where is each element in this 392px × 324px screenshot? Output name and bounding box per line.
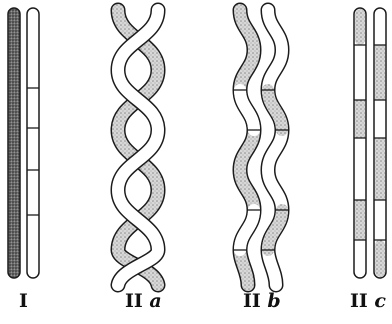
panel-i-caption: I — [19, 290, 28, 312]
panel-iib-caption-label: II — [243, 290, 261, 312]
panel-i — [8, 8, 39, 278]
panel-i-caption-label: I — [19, 290, 28, 312]
panel-iic-caption-label: II — [350, 290, 368, 312]
panel-iic-left-shaded-1 — [355, 9, 365, 45]
panel-i-strand-dark — [8, 8, 20, 278]
panel-iic-right-shaded-2 — [375, 138, 385, 200]
panel-i-strand-segmented — [27, 8, 39, 278]
panel-iia-caption-suffix: a — [149, 290, 161, 312]
panel-iic-left-shaded-2 — [355, 100, 365, 138]
panel-iic-caption: II c — [350, 290, 386, 312]
panel-iic-right-shaded-3 — [375, 240, 385, 277]
panel-iic-right-shaded-1 — [375, 45, 385, 100]
panel-iic — [354, 8, 386, 278]
panel-iib-caption-suffix: b — [267, 290, 280, 312]
panel-iia — [118, 10, 158, 285]
panel-iib — [233, 10, 289, 285]
panel-iia-caption: II a — [125, 290, 162, 312]
panel-iic-caption-suffix: c — [374, 290, 386, 312]
panel-iia-caption-label: II — [125, 290, 143, 312]
panel-iic-left-shaded-3 — [355, 200, 365, 240]
panel-iib-caption: II b — [243, 290, 281, 312]
